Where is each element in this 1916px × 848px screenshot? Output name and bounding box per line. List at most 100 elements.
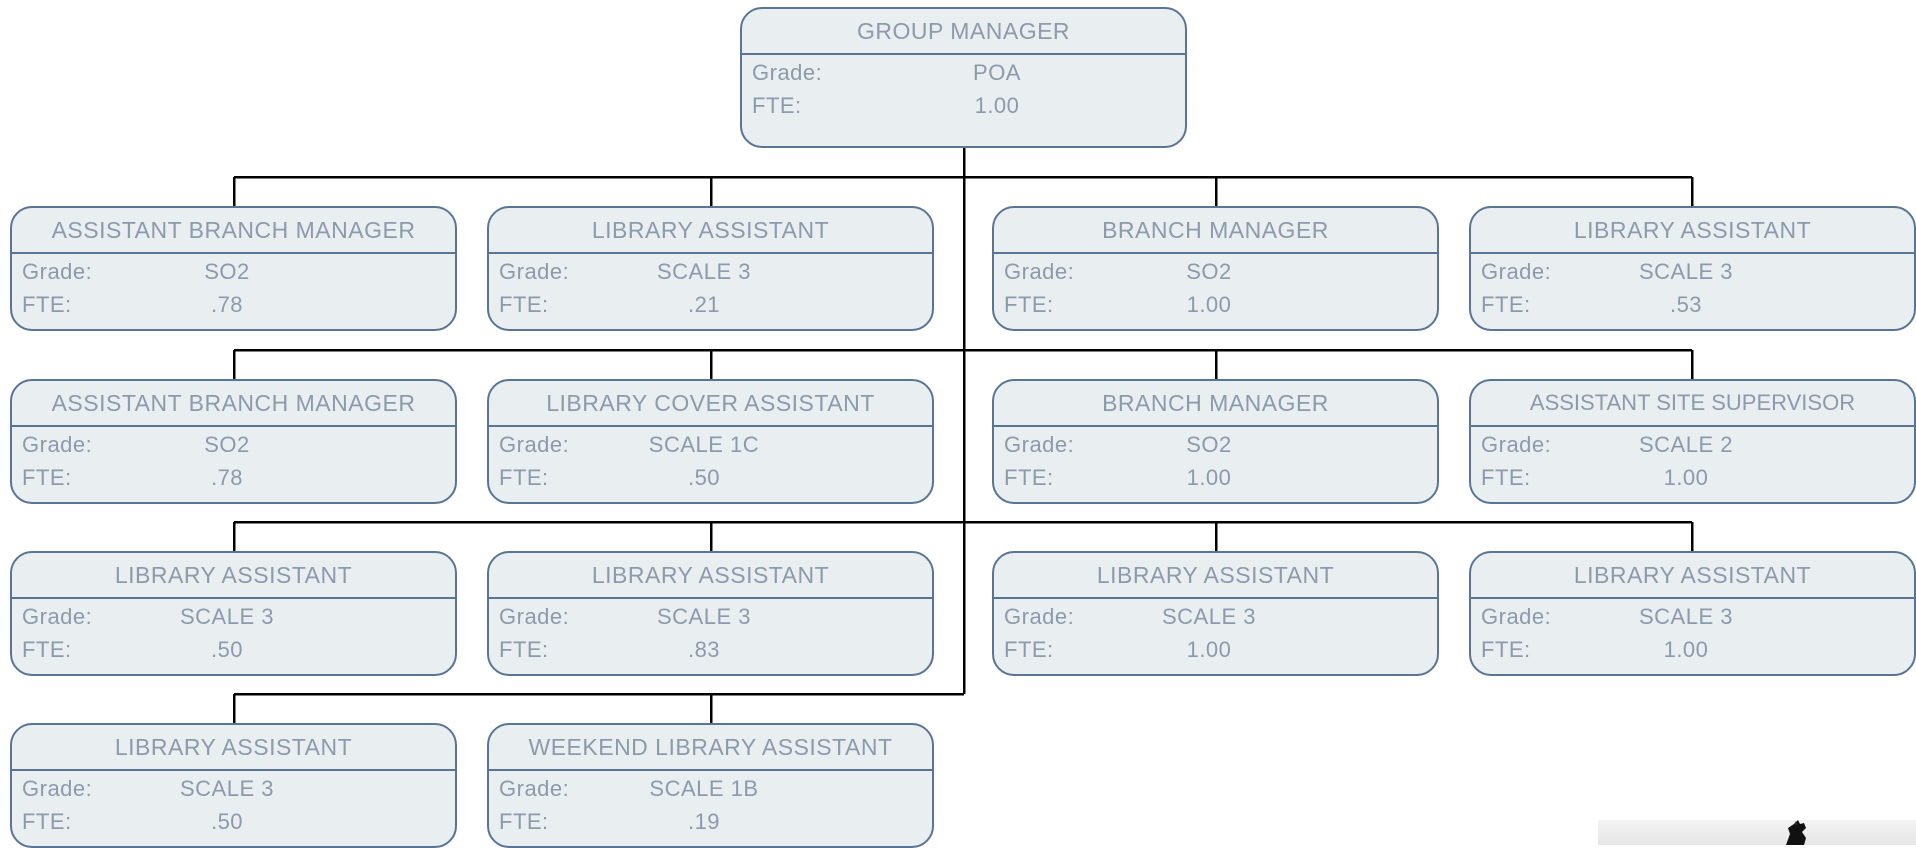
grade-row: Grade: SCALE 3 <box>1471 255 1914 288</box>
fte-row: FTE: 1.00 <box>1471 461 1914 494</box>
grade-row: Grade: SCALE 1B <box>489 772 932 805</box>
grade-row: Grade:SCALE 1C <box>489 428 932 461</box>
fte-label: FTE: <box>1481 637 1531 662</box>
grade-label: Grade: <box>499 776 570 801</box>
grade-value: SCALE 3 <box>180 604 274 629</box>
role-title: LIBRARY ASSISTANT <box>12 725 455 771</box>
horse-head-logo-icon <box>1786 820 1806 845</box>
fte-value: 1.00 <box>1663 465 1709 490</box>
org-box[interactable]: ASSISTANT BRANCH MANAGER Grade:SO2 FTE:.… <box>10 206 457 331</box>
org-box[interactable]: LIBRARY ASSISTANT Grade: SCALE 3 FTE: .83 <box>487 551 934 676</box>
grade-label: Grade: <box>499 432 570 457</box>
fte-row: FTE:.19 <box>489 805 932 838</box>
org-box[interactable]: LIBRARY ASSISTANT Grade:SCALE 3 FTE:.21 <box>487 206 934 331</box>
fte-value: .78 <box>210 292 244 317</box>
fte-label: FTE: <box>499 809 549 834</box>
grade-value: SO2 <box>1186 259 1232 284</box>
fte-value: .83 <box>687 637 721 662</box>
fte-row: FTE:.21 <box>489 288 932 321</box>
fte-row: FTE: 1.00 <box>1471 633 1914 666</box>
grade-row: Grade: SCALE 3 <box>12 600 455 633</box>
fte-row: FTE: .83 <box>489 633 932 666</box>
fte-value: .78 <box>210 465 244 490</box>
fte-label: FTE: <box>499 637 549 662</box>
org-box[interactable]: LIBRARY ASSISTANT Grade:SCALE 3 FTE:.53 <box>1469 206 1916 331</box>
grade-row: Grade:SO2 <box>12 428 455 461</box>
fte-row: FTE:.78 <box>12 288 455 321</box>
fte-row: FTE: .78 <box>12 461 455 494</box>
grade-label: Grade: <box>752 60 823 85</box>
grade-label: Grade: <box>22 259 93 284</box>
fte-row: FTE:.50 <box>12 805 455 838</box>
grade-value: SCALE 1B <box>649 776 759 801</box>
role-title: LIBRARY ASSISTANT <box>12 553 455 599</box>
grade-value: SCALE 3 <box>1162 604 1256 629</box>
fte-row: FTE: 1.00 <box>994 288 1437 321</box>
grade-label: Grade: <box>22 776 93 801</box>
org-box[interactable]: ASSISTANT SITE SUPERVISOR Grade:SCALE 2 … <box>1469 379 1916 504</box>
grade-label: Grade: <box>1004 604 1075 629</box>
fte-label: FTE: <box>499 292 549 317</box>
grade-value: SCALE 3 <box>657 604 751 629</box>
fte-value: .50 <box>210 637 244 662</box>
fte-value: 1.00 <box>1186 637 1232 662</box>
role-title: BRANCH MANAGER <box>994 381 1437 427</box>
role-title: LIBRARY COVER ASSISTANT <box>489 381 932 427</box>
grade-value: SCALE 2 <box>1639 432 1733 457</box>
fte-value: .50 <box>687 465 721 490</box>
grade-label: Grade: <box>1481 604 1552 629</box>
grade-row: Grade: POA <box>742 56 1185 89</box>
org-box[interactable]: LIBRARY COVER ASSISTANT Grade:SCALE 1C F… <box>487 379 934 504</box>
fte-value: 1.00 <box>1186 465 1232 490</box>
fte-label: FTE: <box>1481 465 1531 490</box>
grade-label: Grade: <box>1004 432 1075 457</box>
fte-label: FTE: <box>22 465 72 490</box>
grade-row: Grade:SO2 <box>994 255 1437 288</box>
grade-label: Grade: <box>499 604 570 629</box>
role-title: ASSISTANT BRANCH MANAGER <box>12 208 455 254</box>
fte-value: 1.00 <box>1186 292 1232 317</box>
role-title: BRANCH MANAGER <box>994 208 1437 254</box>
org-box[interactable]: LIBRARY ASSISTANT Grade: SCALE 3 FTE: 1.00 <box>1469 551 1916 676</box>
role-title: LIBRARY ASSISTANT <box>994 553 1437 599</box>
fte-row: FTE: .53 <box>1471 288 1914 321</box>
org-box[interactable]: LIBRARY ASSISTANT Grade:SCALE 3 FTE:.50 <box>10 723 457 848</box>
fte-label: FTE: <box>1004 292 1054 317</box>
role-title: LIBRARY ASSISTANT <box>489 553 932 599</box>
role-title: WEEKEND LIBRARY ASSISTANT <box>489 725 932 771</box>
fte-row: FTE: 1.00 <box>994 633 1437 666</box>
grade-value: POA <box>973 60 1021 85</box>
org-box-root[interactable]: GROUP MANAGER Grade: POA FTE: 1.00 <box>740 7 1187 148</box>
grade-label: Grade: <box>1481 432 1552 457</box>
org-box[interactable]: BRANCH MANAGER Grade:SO2 FTE: 1.00 <box>992 206 1439 331</box>
org-box[interactable]: ASSISTANT BRANCH MANAGER Grade:SO2 FTE:.… <box>10 379 457 504</box>
grade-value: SCALE 3 <box>657 259 751 284</box>
org-box[interactable]: LIBRARY ASSISTANT Grade: SCALE 3 FTE:.50 <box>10 551 457 676</box>
grade-value: SO2 <box>1186 432 1232 457</box>
grade-label: Grade: <box>1481 259 1552 284</box>
role-title: GROUP MANAGER <box>742 9 1185 55</box>
role-title: ASSISTANT BRANCH MANAGER <box>12 381 455 427</box>
fte-row: FTE:.50 <box>489 461 932 494</box>
role-title: LIBRARY ASSISTANT <box>489 208 932 254</box>
grade-value: SO2 <box>204 432 250 457</box>
grade-row: Grade:SCALE 3 <box>489 255 932 288</box>
org-box[interactable]: BRANCH MANAGER Grade:SO2 FTE:1.00 <box>992 379 1439 504</box>
grade-label: Grade: <box>22 604 93 629</box>
logo-strip <box>1598 820 1916 845</box>
fte-label: FTE: <box>1004 637 1054 662</box>
fte-row: FTE:.50 <box>12 633 455 666</box>
fte-label: FTE: <box>752 93 802 118</box>
org-box[interactable]: LIBRARY ASSISTANT Grade: SCALE 3 FTE: 1.00 <box>992 551 1439 676</box>
fte-value: .53 <box>1669 292 1703 317</box>
org-box[interactable]: WEEKEND LIBRARY ASSISTANT Grade: SCALE 1B… <box>487 723 934 848</box>
role-title: LIBRARY ASSISTANT <box>1471 553 1914 599</box>
fte-label: FTE: <box>1481 292 1531 317</box>
grade-row: Grade: SCALE 3 <box>994 600 1437 633</box>
grade-row: Grade: SCALE 3 <box>1471 600 1914 633</box>
grade-row: Grade:SO2 <box>12 255 455 288</box>
fte-value: 1.00 <box>1663 637 1709 662</box>
grade-value: SCALE 3 <box>1639 259 1733 284</box>
grade-value: SCALE 3 <box>1639 604 1733 629</box>
